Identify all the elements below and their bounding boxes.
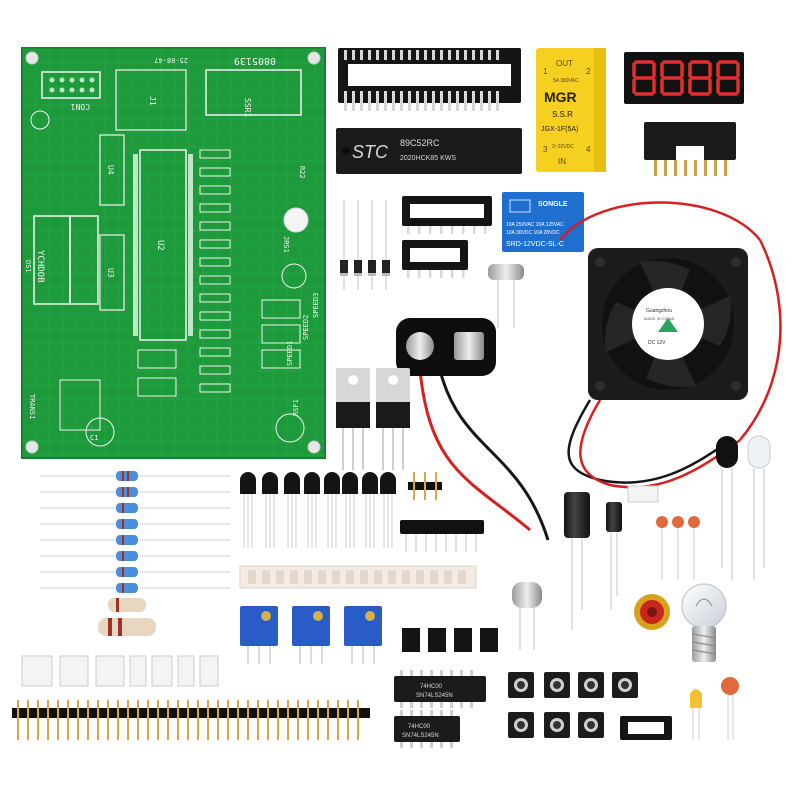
relay: SONGLE 10A 250VAC 10A 125VAC 10A 30VDC 1… — [502, 192, 584, 252]
pcb-label-j1: J1 — [148, 96, 157, 106]
pcb-date-code: 25-08-47 — [154, 56, 188, 64]
logic-ic-1: 74HC00 SN74LS245N — [394, 670, 486, 708]
ssr-load-rating: 5A 380VAC — [553, 78, 579, 84]
logic-ic-1-name: 74HC00 — [420, 684, 443, 690]
pcb-label-trans1: TRANS1 — [28, 394, 36, 419]
dip14-socket — [402, 240, 468, 278]
pcb-board: 0805139 25-08-47 YCHDOB CON1 SSR1 J1 U4 … — [21, 47, 326, 459]
lamp-holder — [634, 594, 670, 630]
pcb-label-c1: C1 — [90, 434, 98, 442]
pcb-label-u2: U2 — [155, 240, 165, 251]
tact-switches — [508, 672, 638, 738]
relay-rating-1: 10A 250VAC 10A 125VAC — [506, 222, 564, 228]
logic-ic-1-lot: SN74LS245N — [416, 693, 453, 699]
logic-ic-2-lot: SN74LS245N — [402, 733, 439, 739]
trimpots — [240, 606, 382, 664]
relay-brand: SONGLE — [538, 201, 568, 208]
ssr-module: OUT 1 2 5A 380VAC MGR S.S.R JGX-1F(5A) 3… — [536, 48, 606, 172]
fan-voltage: DC 12V — [648, 340, 666, 346]
electrolytic-capacitors — [564, 492, 622, 630]
pcb-label-u4: U4 — [106, 165, 115, 175]
u2-pads — [133, 154, 193, 336]
resistor-bodies — [98, 471, 156, 636]
dip8-socket — [620, 716, 672, 740]
jst-connectors — [21, 655, 219, 687]
led-clear — [747, 435, 771, 580]
led-black — [716, 436, 738, 580]
ssr-ctrl-rating: 3~32VDC — [552, 144, 574, 150]
diodes — [340, 200, 390, 290]
pcb-label-ssr1: SSR1 — [243, 98, 252, 117]
dip40-socket — [338, 48, 521, 111]
metal-can-sensor — [512, 582, 542, 650]
relay-rating-2: 10A 30VDC 10A 28VDC — [506, 230, 560, 236]
mcu-model: 89C52RC — [400, 138, 440, 148]
ssr-type: S.S.R — [552, 110, 573, 119]
pcb-label-con1: CON1 — [71, 102, 90, 111]
ceramic-capacitors — [656, 516, 739, 740]
pcb-label-ds1: DS1 — [24, 260, 32, 273]
pcb-label-speed3: SPEED3 — [312, 293, 320, 318]
mcu-chip: STC 89C52RC 2020HCK85 KWS — [336, 128, 522, 174]
logic-ic-2: 74HC00 SN74LS245N — [394, 710, 460, 748]
bulb — [681, 583, 727, 662]
socket-strip — [239, 565, 477, 589]
mcu-brand: STC — [352, 142, 389, 162]
fan-brand: Guangzhou — [646, 308, 672, 314]
ssr-brand: MGR — [544, 89, 577, 105]
ssr-pin-4: 4 — [586, 145, 591, 154]
idc-header — [644, 122, 736, 176]
crystal-oscillator — [488, 264, 524, 328]
ssr-pin-3: 3 — [543, 145, 548, 154]
fan-origin: MADE IN CHINA — [644, 316, 675, 321]
voltage-regulators — [336, 368, 410, 470]
pcb-label-rsf1: RSF1 — [292, 399, 300, 416]
7seg-display — [624, 52, 744, 104]
cooling-fan: DC 12V Guangzhou MADE IN CHINA — [559, 201, 782, 503]
ssr-in-label: IN — [558, 157, 566, 166]
dip16-socket — [402, 196, 492, 234]
ssr-model: JGX-1F(5A) — [541, 126, 578, 133]
transistors — [240, 472, 396, 548]
pcb-board-id: 0805139 — [234, 55, 276, 66]
pin-header-3 — [408, 472, 442, 500]
pcb-label-speed1: SPEED1 — [286, 341, 294, 366]
pcb-label-u3: U3 — [106, 268, 115, 278]
mcu-lot: 2020HCK85 KWS — [400, 155, 456, 162]
ssr-out-label: OUT — [556, 59, 573, 68]
ssr-pin-1: 1 — [543, 67, 548, 76]
pcb-label-jrs1: JRS1 — [282, 236, 290, 253]
pcb-label-ychdob: YCHDOB — [35, 250, 45, 283]
pin-header-long — [12, 700, 370, 740]
relay-model: SRD-12VDC-SL-C — [506, 241, 564, 248]
battery-snap — [396, 318, 550, 541]
pcb-label-r22: R22 — [298, 166, 306, 179]
pcb-label-speed2: SPEED2 — [302, 315, 310, 340]
ssr-pin-2: 2 — [586, 67, 591, 76]
logic-ic-2-name: 74HC00 — [408, 724, 431, 730]
resistor-network — [400, 520, 484, 552]
jumper-caps — [402, 628, 498, 652]
